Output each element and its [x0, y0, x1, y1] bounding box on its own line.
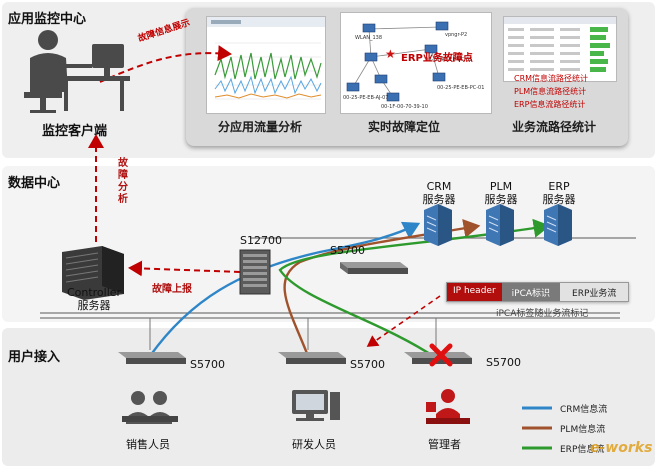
traffic-chart-graphic	[207, 17, 325, 100]
s12700-label: S12700	[240, 234, 282, 247]
fault-location-screenshot: ★ WLAN_138 vpngr-P2 00-23-PE-EB-PC-05 00…	[340, 12, 492, 114]
legend-label-plm: PLM信息流	[560, 425, 606, 435]
erp-fault-point-label: ERP业务故障点	[401, 53, 473, 64]
traffic-analysis-caption: 分应用流量分析	[218, 120, 303, 134]
topo-node-label: 00-25-PE-EB-AJ-07	[343, 95, 389, 101]
svg-text:★: ★	[385, 47, 396, 61]
path-stat-item: CRM信息流路径统计	[514, 74, 589, 83]
monitor-client-icon	[24, 30, 130, 113]
fault-analysis-label: 故障分析	[118, 158, 128, 205]
rd-people-label: 研发人员	[292, 438, 336, 451]
legend-label-crm: CRM信息流	[560, 405, 608, 415]
fault-location-caption: 实时故障定位	[368, 120, 441, 134]
e-works-watermark: e-works	[590, 440, 653, 456]
s5700-aggregation-label: S5700	[330, 244, 365, 257]
s5700-access-right-label: S5700	[486, 356, 521, 369]
path-stats-table-graphic	[504, 17, 616, 72]
ipca-caption: iPCA标签随业务流标记	[496, 309, 589, 319]
fault-report-label: 故障上报	[152, 284, 192, 295]
fault-topology-graphic: ★	[346, 21, 449, 102]
topo-node-label: WLAN_138	[355, 35, 383, 41]
manager-label: 管理者	[428, 438, 461, 451]
path-stats-caption: 业务流路径统计	[512, 120, 597, 134]
topo-node-label: vpngr-P2	[445, 32, 468, 38]
packet-field-ipca-tag: iPCA标识	[501, 283, 561, 301]
section-title-app-monitor: 应用监控中心	[8, 12, 87, 27]
topo-node-label: 00-1F-00-70-39-10	[381, 104, 428, 110]
path-statistics-screenshot	[503, 16, 617, 82]
ipca-packet-header: IP header iPCA标识 ERP业务流	[446, 282, 630, 302]
traffic-analysis-screenshot	[206, 16, 326, 114]
topo-node-label: 00-25-PE-EB-PC-01	[437, 85, 485, 91]
monitor-client-label: 监控客户端	[42, 124, 108, 139]
path-stat-item: ERP信息流路径统计	[514, 100, 586, 109]
path-stats-list: CRM信息流路径统计 PLM信息流路径统计 ERP信息流路径统计	[514, 72, 588, 111]
section-title-data-center: 数据中心	[8, 176, 61, 191]
s5700-access-mid-label: S5700	[350, 358, 385, 371]
packet-field-erp-flow: ERP业务流	[560, 283, 629, 301]
section-title-user-access: 用户接入	[8, 350, 61, 365]
packet-field-ip-header: IP header	[447, 283, 502, 301]
legend-label-erp: ERP信息流	[560, 445, 605, 455]
path-stat-item: PLM信息流路径统计	[514, 87, 587, 96]
topo-node-label: 00-23-PE-EB-PC-05	[425, 57, 473, 63]
s5700-access-left-label: S5700	[190, 358, 225, 371]
sales-people-label: 销售人员	[126, 438, 170, 451]
